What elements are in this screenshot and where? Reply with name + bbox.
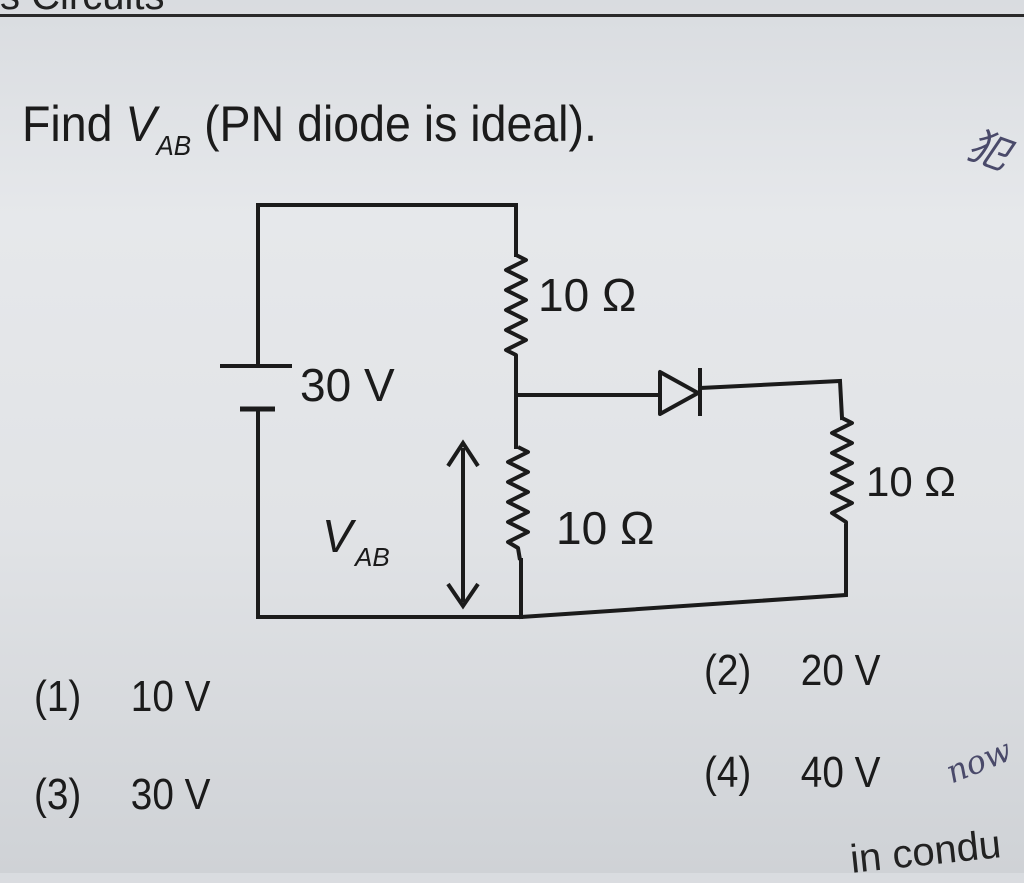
wire-left-top [256,203,518,365]
wire-diode-right [697,378,845,421]
resistor-bottom-label: 10 Ω [556,502,654,554]
battery-symbol [220,364,292,412]
question-text: Find VAB (PN diode is ideal). [22,95,597,162]
question-variable-subscript: AB [156,130,192,161]
header-rule [0,14,1024,17]
wire-right-bottom [518,528,848,620]
option-4[interactable]: (4) 40 V [704,748,880,798]
option-1[interactable]: (1) 10 V [34,672,210,722]
option-4-number: (4) [704,748,752,797]
wire-left-bottom [256,408,523,619]
question-variable: V [125,96,157,152]
resistor-right [830,416,854,530]
option-3-number: (3) [34,770,82,819]
vab-label-subscript: AB [353,542,390,572]
resistor-top [504,253,528,365]
option-2-text: 20 V [800,646,881,695]
option-1-text: 10 V [130,672,211,721]
diode-symbol [658,368,702,416]
resistor-bottom [506,445,530,561]
option-2[interactable]: (2) 20 V [704,646,880,696]
resistor-right-label: 10 Ω [866,458,956,505]
option-4-text: 40 V [800,748,881,797]
option-3-text: 30 V [130,770,211,819]
source-voltage-label: 30 V [300,359,395,411]
vab-label-variable: V [322,510,357,562]
question-prefix: Find [22,96,126,152]
question-suffix: (PN diode is ideal). [191,96,597,152]
vab-arrow [446,439,480,610]
option-2-number: (2) [704,646,752,695]
option-1-number: (1) [34,672,82,721]
page-header-fragment: s Circuits [0,0,164,19]
resistor-top-label: 10 Ω [538,269,636,321]
option-3[interactable]: (3) 30 V [34,770,210,820]
